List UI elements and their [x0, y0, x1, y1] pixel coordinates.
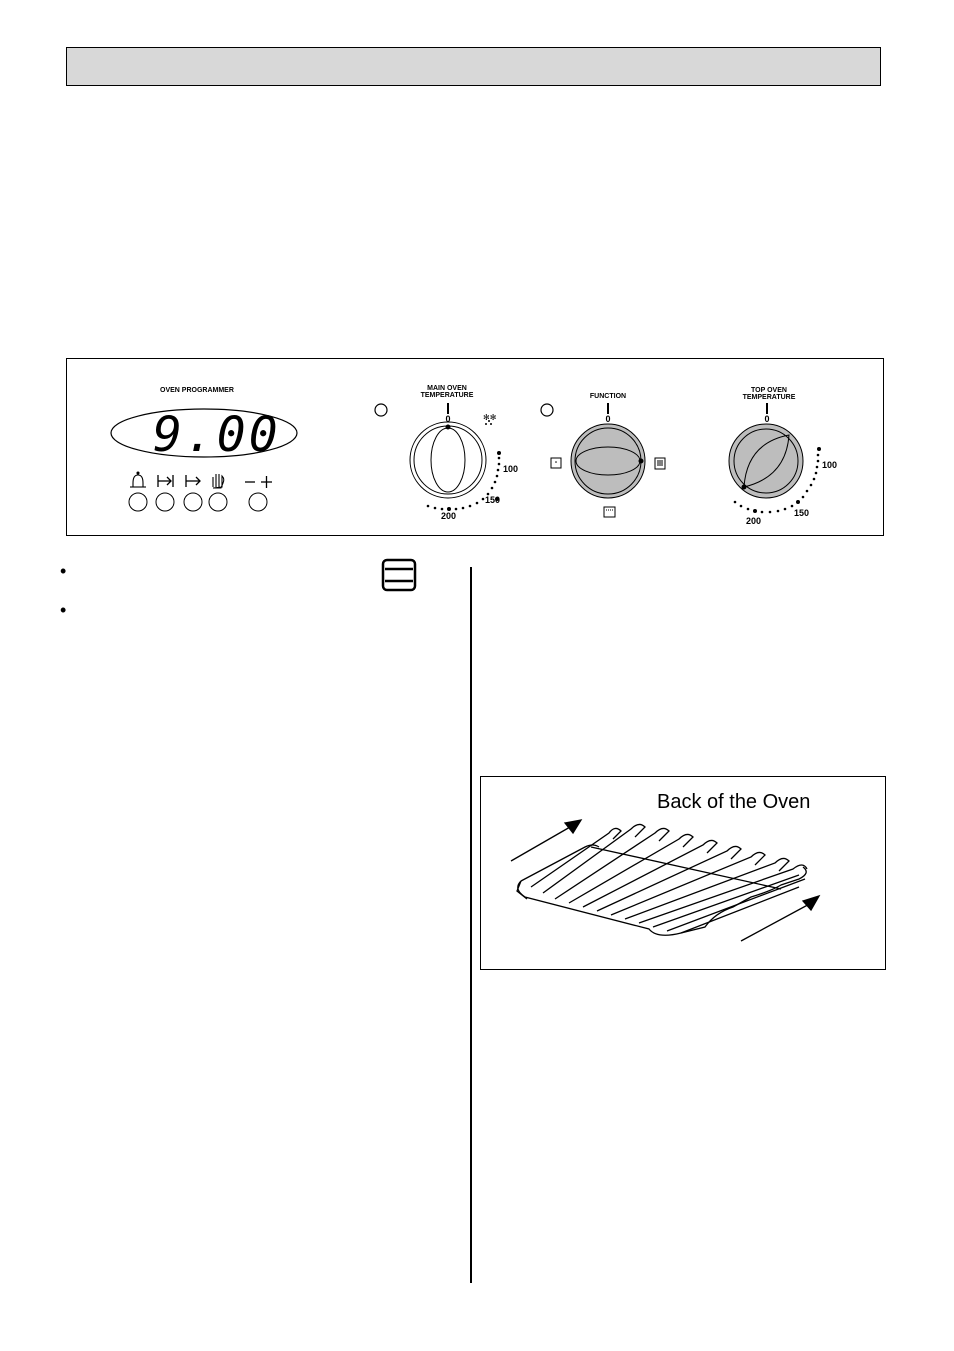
main-oven-mark-150: 150: [485, 495, 500, 505]
manual-hand-icon: [212, 474, 225, 489]
minus-plus-button[interactable]: [248, 492, 268, 512]
section-title-bar: [66, 47, 881, 86]
main-oven-zero-mark: 0: [445, 414, 450, 424]
function-knob[interactable]: [570, 423, 646, 499]
top-oven-icon: [381, 558, 417, 592]
top-oven-label-line2: TEMPERATURE: [743, 394, 796, 401]
main-oven-label-line2: TEMPERATURE: [421, 392, 474, 399]
grill-oven-icon: [654, 457, 666, 470]
shelf-figure: Back of the Oven: [480, 776, 886, 970]
insert-direction-arrow: [740, 900, 816, 942]
main-oven-temperature-knob[interactable]: [409, 421, 487, 499]
bell-button[interactable]: [128, 492, 148, 512]
column-divider: [470, 567, 472, 1283]
main-oven-scale-dots: [426, 451, 501, 511]
top-oven-zero-mark: 0: [764, 414, 769, 424]
top-oven-scale-dots: [733, 447, 821, 514]
oven-control-panel: OVEN PROGRAMMER 9.00: [66, 358, 884, 536]
cook-time-icon: [157, 475, 174, 487]
svg-text:✻✻: ✻✻: [483, 413, 497, 422]
function-indicator-light: [540, 403, 554, 417]
programmer-label: OVEN PROGRAMMER: [160, 387, 234, 394]
defrost-icon: ✻✻: [483, 413, 497, 425]
display-time: 9.00: [153, 407, 281, 463]
manual-button[interactable]: [208, 492, 228, 512]
top-oven-mark-150: 150: [794, 508, 809, 518]
main-oven-label-line1: MAIN OVEN: [427, 385, 467, 392]
oven-shelf-illustration: [510, 819, 821, 942]
conventional-oven-icon: [550, 457, 562, 469]
function-label: FUNCTION: [590, 393, 626, 400]
bell-icon: [130, 471, 146, 488]
top-oven-mark-100: 100: [822, 460, 837, 470]
bullet-point: •: [60, 600, 67, 620]
top-oven-temperature-knob[interactable]: [728, 423, 804, 499]
end-time-icon: [185, 475, 201, 487]
cook-time-button[interactable]: [155, 492, 175, 512]
main-oven-mark-200: 200: [441, 511, 456, 521]
bottom-heat-icon: [603, 506, 616, 518]
main-oven-indicator-light: [374, 403, 388, 417]
rack-caption: Back of the Oven: [657, 791, 811, 813]
minus-plus-icon: [245, 476, 272, 488]
end-time-button[interactable]: [183, 492, 203, 512]
top-oven-mark-200: 200: [746, 516, 761, 526]
bullet-point: •: [60, 561, 67, 581]
insert-direction-arrow: [510, 822, 578, 862]
programmer-display: [110, 408, 298, 458]
function-zero-mark: 0: [605, 414, 610, 424]
main-oven-mark-100: 100: [503, 464, 518, 474]
top-oven-label-line1: TOP OVEN: [751, 387, 787, 394]
